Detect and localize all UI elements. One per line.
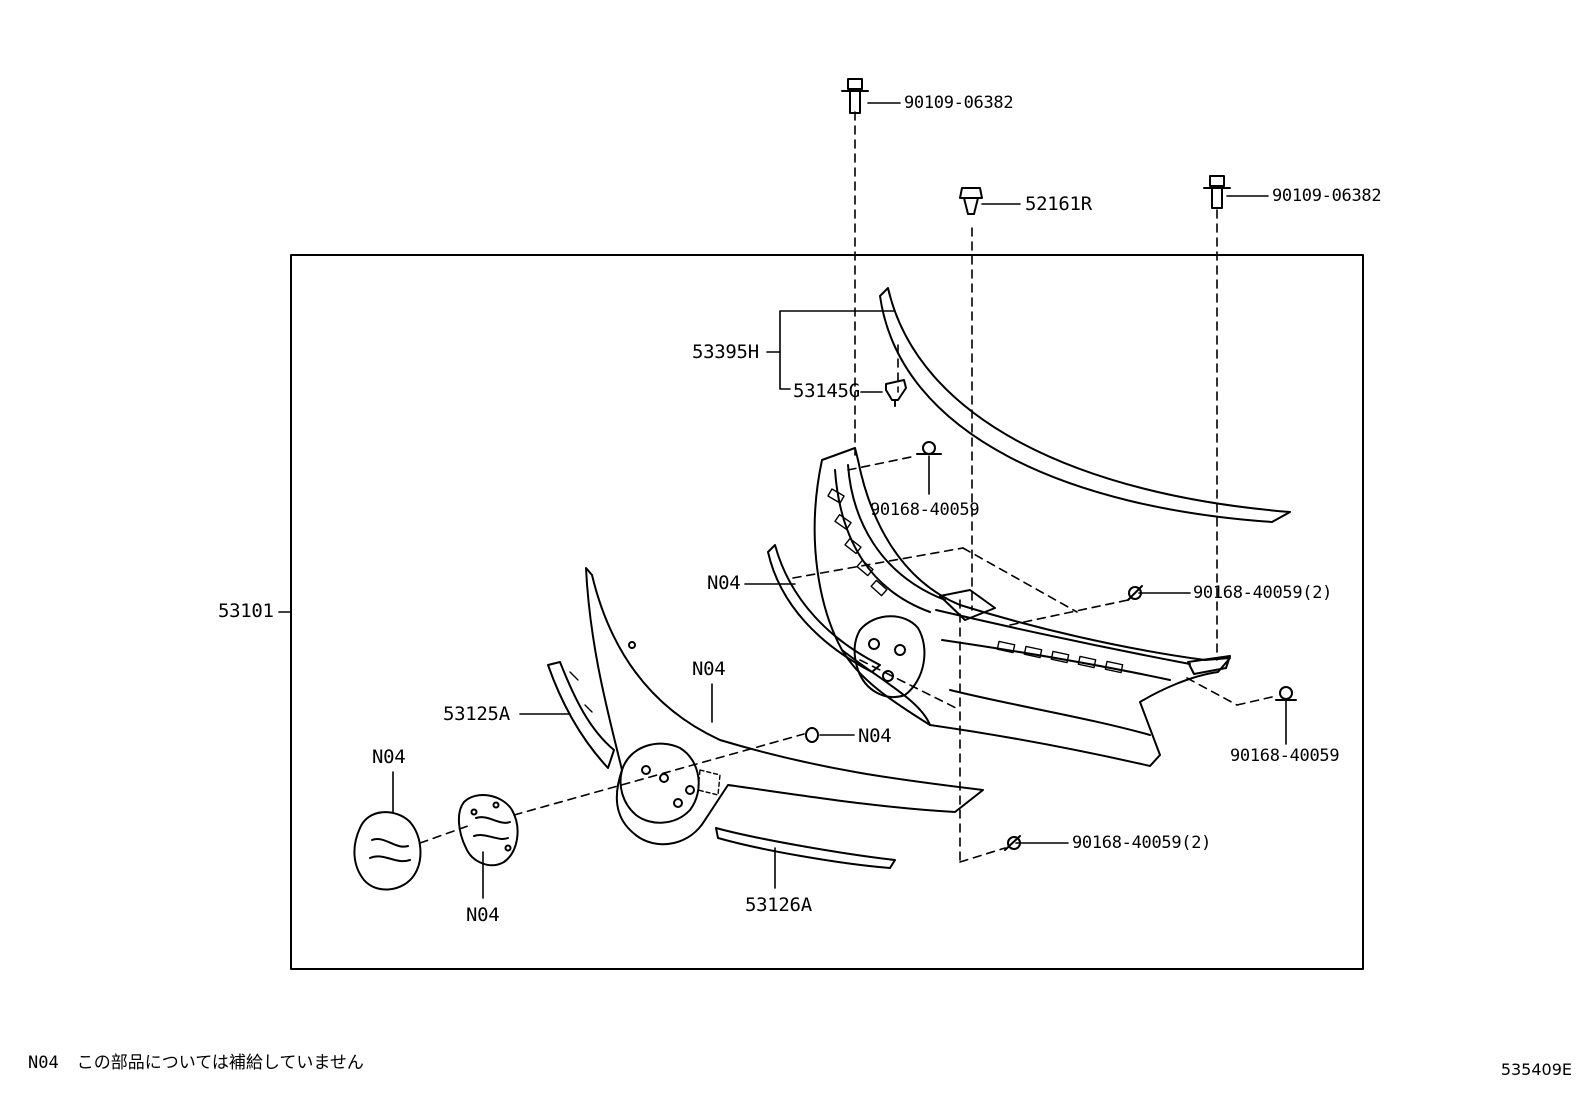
radiator-grille-53101 <box>813 447 1231 767</box>
left-molding-53125a <box>547 661 615 769</box>
label-clip-molding: 53145G <box>793 380 860 402</box>
label-screw-lower: 90168-40059(2) <box>1072 833 1212 853</box>
label-molding-lower: 53126A <box>745 894 812 916</box>
label-n04-nut: N04 <box>858 725 892 747</box>
clip-52161r <box>959 187 983 215</box>
screw-90168-40059-upper <box>916 441 942 455</box>
bolt-90109-06382-top <box>841 78 869 114</box>
label-n04-lower-grille: N04 <box>707 572 741 594</box>
footnote-code: N04 <box>28 1053 59 1073</box>
label-molding-left: 53125A <box>443 703 510 725</box>
label-clip-top: 52161R <box>1025 193 1092 215</box>
lower-grille-piece-n04 <box>767 544 881 673</box>
label-n04-emblem: N04 <box>372 746 406 768</box>
emblem-n04 <box>353 811 422 891</box>
emblem-base-n04 <box>458 794 519 867</box>
label-n04-emblem-base: N04 <box>466 904 500 926</box>
clip-53145g <box>885 379 907 407</box>
label-bolt-top: 90109-06382 <box>904 93 1014 113</box>
label-grille-assy: 53101 <box>218 600 274 622</box>
footnote: N04 この部品については補給していません <box>28 1048 364 1073</box>
label-screw-right: 90168-40059 <box>1230 746 1340 766</box>
nut-n04 <box>805 727 819 743</box>
upper-grille-garnish-n04 <box>585 567 984 846</box>
screw-90168-40059-lower <box>1004 835 1021 851</box>
bolt-90109-06382-right <box>1203 175 1231 209</box>
label-molding-set: 53395H <box>692 341 759 363</box>
dashed-guide-lines <box>419 111 1273 863</box>
footnote-text: この部品については補給していません <box>76 1053 364 1073</box>
label-screw-upper: 90168-40059 <box>870 500 980 520</box>
label-screw-mid-right: 90168-40059(2) <box>1193 583 1333 603</box>
label-bolt-top-right: 90109-06382 <box>1272 186 1382 206</box>
lower-molding-53126a <box>715 827 896 869</box>
label-n04-upper-grille: N04 <box>692 658 726 680</box>
screw-90168-40059-mid <box>1127 585 1143 601</box>
screw-90168-40059-right <box>1275 686 1297 701</box>
figure-id: 535409E <box>1500 1060 1572 1079</box>
leader-lines <box>278 102 1287 899</box>
upper-molding-53395h <box>879 287 1291 523</box>
